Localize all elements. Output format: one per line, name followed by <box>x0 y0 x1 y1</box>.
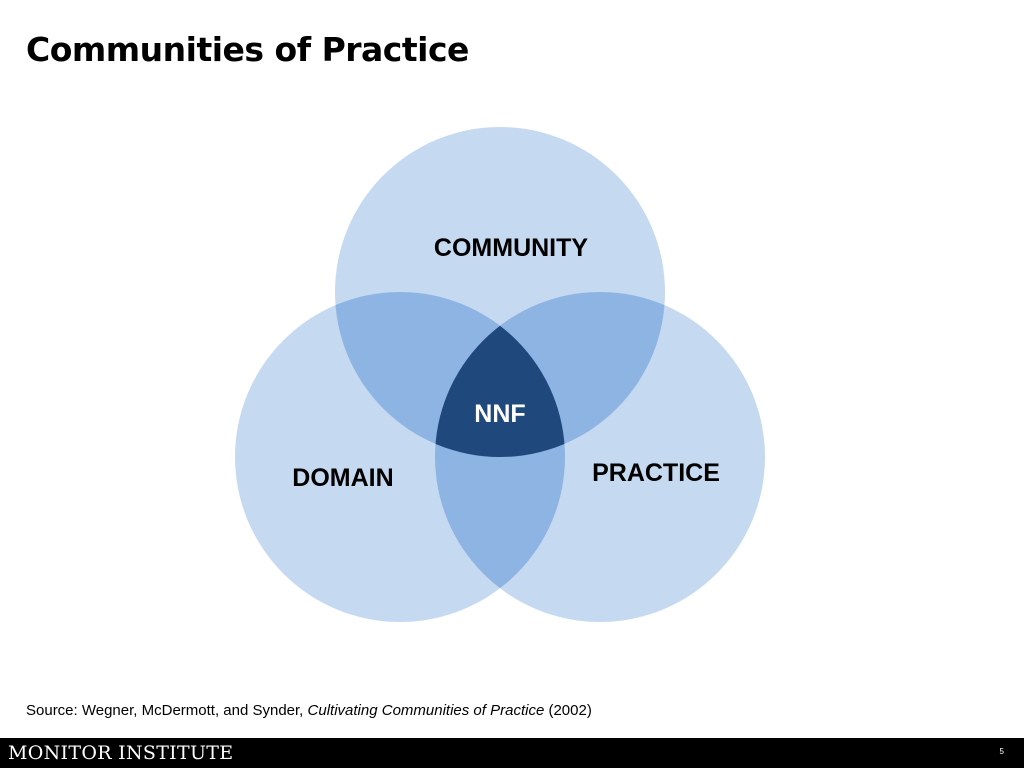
source-year: (2002) <box>544 702 592 719</box>
slide-title: Communities of Practice <box>26 30 469 69</box>
source-book-title: Cultivating Communities of Practice <box>307 702 545 719</box>
page-number: 5 <box>999 747 1004 756</box>
venn-diagram: COMMUNITY DOMAIN PRACTICE NNF <box>235 127 765 622</box>
footer-bar: MONITOR INSTITUTE 5 <box>0 738 1024 768</box>
center-overlap <box>435 292 565 457</box>
monitor-institute-logo: MONITOR INSTITUTE <box>8 742 234 764</box>
source-prefix: Source: Wegner, McDermott, and Synder, <box>26 702 308 719</box>
center-label: NNF <box>474 400 525 428</box>
practice-label: PRACTICE <box>592 459 720 487</box>
domain-label: DOMAIN <box>292 464 393 492</box>
community-label: COMMUNITY <box>434 234 588 262</box>
source-citation: Source: Wegner, McDermott, and Synder, C… <box>26 702 592 719</box>
